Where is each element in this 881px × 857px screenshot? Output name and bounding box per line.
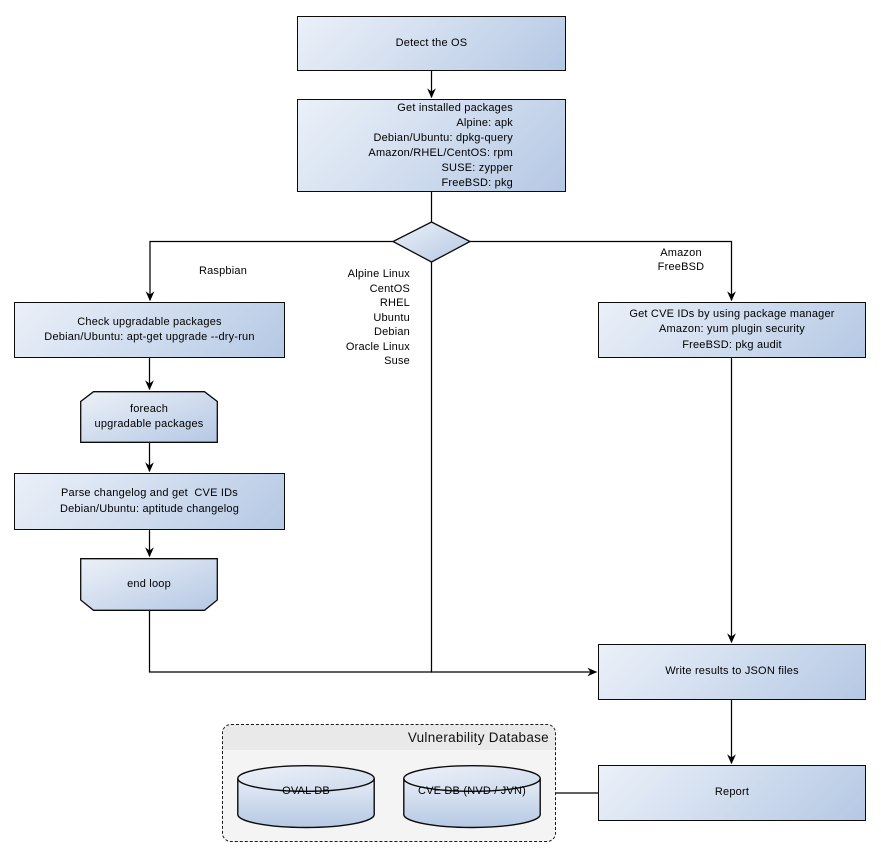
node-check-upgradable-packages: Check upgradable packages Debian/Ubuntu:… — [14, 302, 285, 358]
database-cylinder-icon — [403, 764, 541, 829]
edge-endloop-to-write-results — [148, 611, 598, 677]
loop-end-shape — [80, 558, 218, 611]
node-parse-changelog: Parse changelog and get CVE IDs Debian/U… — [14, 473, 285, 530]
node-end-loop: end loop — [80, 558, 218, 611]
node-get-installed-packages: Get installed packages Alpine: apk Debia… — [297, 99, 566, 192]
loop-start-shape — [80, 391, 218, 443]
cylinder-oval-db: OVAL DB — [237, 764, 375, 829]
node-detect-os: Detect the OS — [297, 16, 566, 71]
edge-label-os-list: Alpine Linux CentOS RHEL Ubuntu Debian O… — [345, 268, 410, 367]
cylinder-cve-db: CVE DB (NVD / JVN) — [403, 764, 541, 829]
node-write-results-json: Write results to JSON files — [598, 644, 866, 700]
database-cylinder-icon — [237, 764, 375, 829]
database-group-title: Vulnerability Database — [407, 730, 549, 745]
cylinder-label: OVAL DB — [282, 785, 330, 797]
cylinder-label: CVE DB (NVD / JVN) — [417, 785, 527, 797]
node-get-cve-by-package-manager: Get CVE IDs by using package manager Ama… — [598, 302, 866, 358]
node-report: Report — [598, 765, 866, 821]
edge-label-raspbian: Raspbian — [198, 265, 248, 277]
database-group-header: Vulnerability Database — [223, 725, 555, 750]
node-label: Detect the OS — [395, 36, 468, 49]
node-foreach-upgradable-packages: foreach upgradable packages — [80, 391, 218, 443]
edge-label-amazon-freebsd: Amazon FreeBSD — [657, 247, 705, 273]
decision-diamond — [391, 221, 472, 263]
